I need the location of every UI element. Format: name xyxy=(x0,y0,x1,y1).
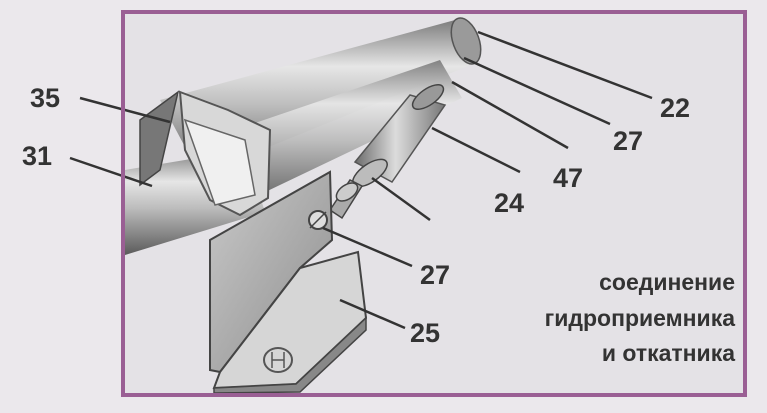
leader-lines xyxy=(69,30,653,330)
label-22: 22 xyxy=(660,93,691,123)
label-27-mid: 27 xyxy=(420,260,451,290)
label-47: 47 xyxy=(553,163,584,193)
caption-line-3: и откатника xyxy=(601,340,735,367)
frame-border xyxy=(121,10,747,397)
caption-line-1: соединение xyxy=(599,269,735,295)
label-35: 35 xyxy=(30,83,61,113)
label-25: 25 xyxy=(410,318,441,348)
drawing-area xyxy=(69,14,744,394)
label-27-top: 27 xyxy=(613,126,644,156)
caption-line-2: гидроприемника xyxy=(544,304,735,331)
connecting-rod xyxy=(328,179,364,220)
label-24: 24 xyxy=(494,188,525,218)
caption: соединение гидроприемника и откатника xyxy=(545,265,735,372)
small-cylinder xyxy=(352,84,447,188)
label-31: 31 xyxy=(22,141,53,171)
